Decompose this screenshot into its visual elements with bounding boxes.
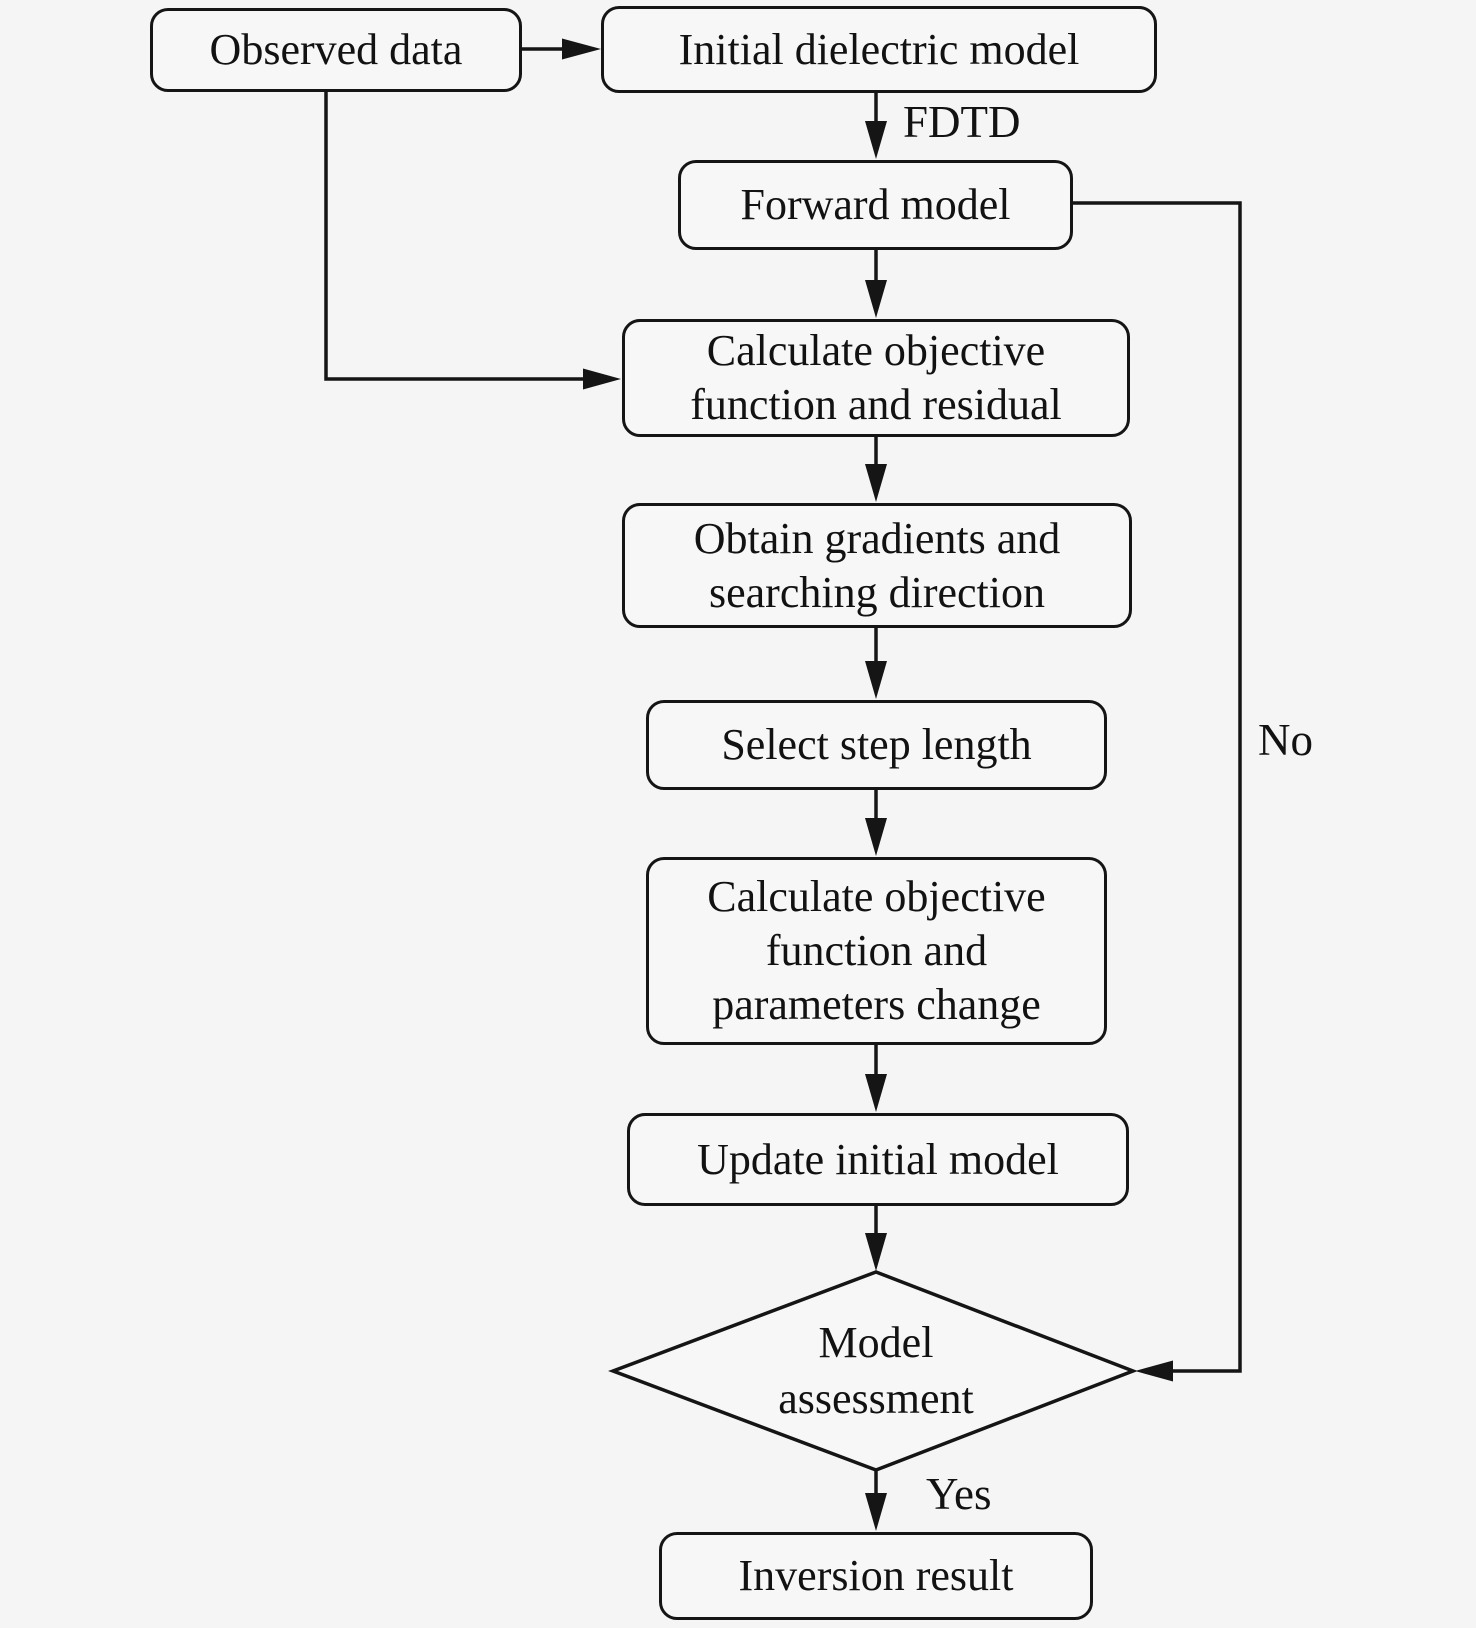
node-calculate-objective-parameters-line1: Calculate objective [707, 872, 1046, 922]
arrowhead-down [865, 661, 887, 699]
node-model-assessment: Model assessment [676, 1295, 1076, 1447]
node-model-assessment-line2: assessment [778, 1374, 974, 1423]
node-forward-model-label: Forward model [740, 180, 1011, 230]
node-calculate-objective-residual-line2: function and residual [690, 380, 1062, 429]
edge-label-no: No [1258, 715, 1313, 765]
arrowhead-down [865, 464, 887, 502]
arrowhead-down [865, 1493, 887, 1531]
node-calculate-objective-parameters-line2: function and [765, 926, 988, 976]
node-observed-data-label: Observed data [209, 25, 463, 75]
arrowhead-right [583, 368, 621, 390]
arrow-observed-to-calculate [324, 92, 586, 381]
node-calculate-objective-parameters-line3: parameters change [712, 979, 1041, 1029]
node-model-assessment-line1: Model [818, 1317, 934, 1367]
node-obtain-gradients: Obtain gradients and searching direction [622, 503, 1132, 628]
node-obtain-gradients-line2: searching direction [709, 567, 1045, 617]
node-select-step-length-label: Select step length [721, 720, 1032, 770]
node-inversion-result-label: Inversion result [738, 1551, 1014, 1601]
node-calculate-objective-parameters: Calculate objective function and paramet… [646, 857, 1107, 1045]
arrowhead-left [1135, 1360, 1173, 1382]
edge-label-yes: Yes [926, 1469, 992, 1519]
node-calculate-objective-residual: Calculate objective function and residua… [622, 319, 1130, 437]
node-select-step-length: Select step length [646, 700, 1107, 790]
arrowhead-down [865, 1233, 887, 1271]
node-forward-model: Forward model [678, 160, 1073, 250]
arrowhead-down [865, 280, 887, 318]
arrowhead-right [562, 38, 601, 60]
node-calculate-objective-residual-line1: Calculate objective [706, 326, 1046, 376]
node-obtain-gradients-line1: Obtain gradients and [693, 513, 1061, 563]
node-update-initial-model: Update initial model [627, 1113, 1129, 1206]
node-observed-data: Observed data [150, 8, 522, 92]
node-initial-dielectric-model: Initial dielectric model [601, 6, 1157, 93]
node-initial-dielectric-model-label: Initial dielectric model [678, 24, 1080, 74]
arrowhead-down [865, 121, 887, 159]
arrow-no-feedback-loop [1073, 201, 1242, 1373]
arrowhead-down [865, 1074, 887, 1112]
node-inversion-result: Inversion result [659, 1532, 1093, 1620]
edge-label-fdtd: FDTD [903, 97, 1021, 147]
node-update-initial-model-label: Update initial model [697, 1134, 1059, 1184]
arrowhead-down [865, 818, 887, 856]
